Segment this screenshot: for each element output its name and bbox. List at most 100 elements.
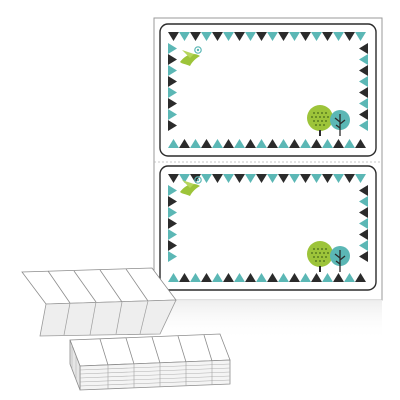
border-triangle	[311, 32, 322, 41]
border-triangle	[300, 174, 311, 183]
border-triangle	[359, 251, 368, 262]
fanfold-bundle	[69, 333, 231, 391]
border-triangle	[289, 139, 300, 148]
border-triangle	[168, 120, 177, 131]
border-triangle	[245, 139, 256, 148]
border-triangle	[359, 218, 368, 229]
border-triangle	[359, 54, 368, 65]
border-triangle	[267, 139, 278, 148]
border-triangle	[359, 196, 368, 207]
fanfold-top-strip	[21, 267, 177, 337]
border-triangle	[168, 218, 177, 229]
border-triangle	[344, 174, 355, 183]
sheet-reflection	[154, 300, 382, 340]
border-triangle	[256, 139, 267, 148]
border-triangle	[359, 120, 368, 131]
border-triangle	[179, 139, 190, 148]
border-triangle	[289, 32, 300, 41]
border-triangle	[359, 229, 368, 240]
border-triangle	[168, 273, 179, 282]
border-triangle	[168, 196, 177, 207]
border-triangle	[278, 139, 289, 148]
border-triangle	[267, 273, 278, 282]
border-triangle	[168, 54, 177, 65]
border-triangle	[168, 65, 177, 76]
border-triangle	[245, 273, 256, 282]
tree-icon	[330, 246, 350, 272]
border-triangle	[223, 174, 234, 183]
border-triangle	[256, 174, 267, 183]
border-triangle	[234, 32, 245, 41]
border-triangle	[300, 273, 311, 282]
border-triangle	[234, 273, 245, 282]
border-triangle	[190, 32, 201, 41]
border-triangle	[359, 43, 368, 54]
label-2-border	[168, 174, 368, 282]
border-triangle	[355, 32, 366, 41]
border-triangle	[168, 240, 177, 251]
label-2	[159, 165, 377, 291]
border-triangle	[223, 139, 234, 148]
border-triangle	[168, 207, 177, 218]
border-triangle	[212, 174, 223, 183]
border-triangle	[311, 273, 322, 282]
border-triangle	[278, 32, 289, 41]
bird-icon	[180, 176, 202, 196]
border-triangle	[311, 174, 322, 183]
border-triangle	[168, 87, 177, 98]
border-triangle	[179, 174, 190, 183]
border-triangle	[300, 139, 311, 148]
border-triangle	[234, 174, 245, 183]
border-triangle	[278, 174, 289, 183]
label-1-border	[168, 32, 368, 148]
border-triangle	[168, 139, 179, 148]
border-triangle	[256, 273, 267, 282]
border-triangle	[359, 185, 368, 196]
border-triangle	[179, 273, 190, 282]
border-triangle	[256, 32, 267, 41]
border-triangle	[212, 139, 223, 148]
border-triangle	[333, 174, 344, 183]
border-triangle	[212, 32, 223, 41]
border-triangle	[223, 32, 234, 41]
border-triangle	[168, 109, 177, 120]
border-triangle	[168, 43, 177, 54]
border-triangle	[179, 32, 190, 41]
border-triangle	[190, 139, 201, 148]
border-triangle	[311, 139, 322, 148]
border-triangle	[300, 32, 311, 41]
border-triangle	[201, 32, 212, 41]
border-triangle	[344, 32, 355, 41]
border-triangle	[355, 174, 366, 183]
border-triangle	[359, 76, 368, 87]
bird-icon	[180, 46, 202, 66]
border-triangle	[359, 87, 368, 98]
fanfold-stack	[21, 267, 231, 391]
border-triangle	[344, 273, 355, 282]
border-triangle	[212, 273, 223, 282]
border-triangle	[245, 32, 256, 41]
border-triangle	[267, 174, 278, 183]
border-triangle	[359, 207, 368, 218]
border-triangle	[322, 273, 333, 282]
border-triangle	[359, 65, 368, 76]
label-1	[159, 23, 377, 157]
border-triangle	[359, 109, 368, 120]
border-triangle	[168, 98, 177, 109]
border-triangle	[234, 139, 245, 148]
round-tree-icon	[307, 241, 333, 272]
border-triangle	[168, 32, 179, 41]
border-triangle	[278, 273, 289, 282]
border-triangle	[359, 240, 368, 251]
border-triangle	[168, 76, 177, 87]
border-triangle	[168, 251, 177, 262]
border-triangle	[168, 174, 179, 183]
border-triangle	[333, 139, 344, 148]
border-triangle	[168, 185, 177, 196]
border-triangle	[289, 273, 300, 282]
border-triangle	[289, 174, 300, 183]
border-triangle	[322, 174, 333, 183]
border-triangle	[190, 273, 201, 282]
